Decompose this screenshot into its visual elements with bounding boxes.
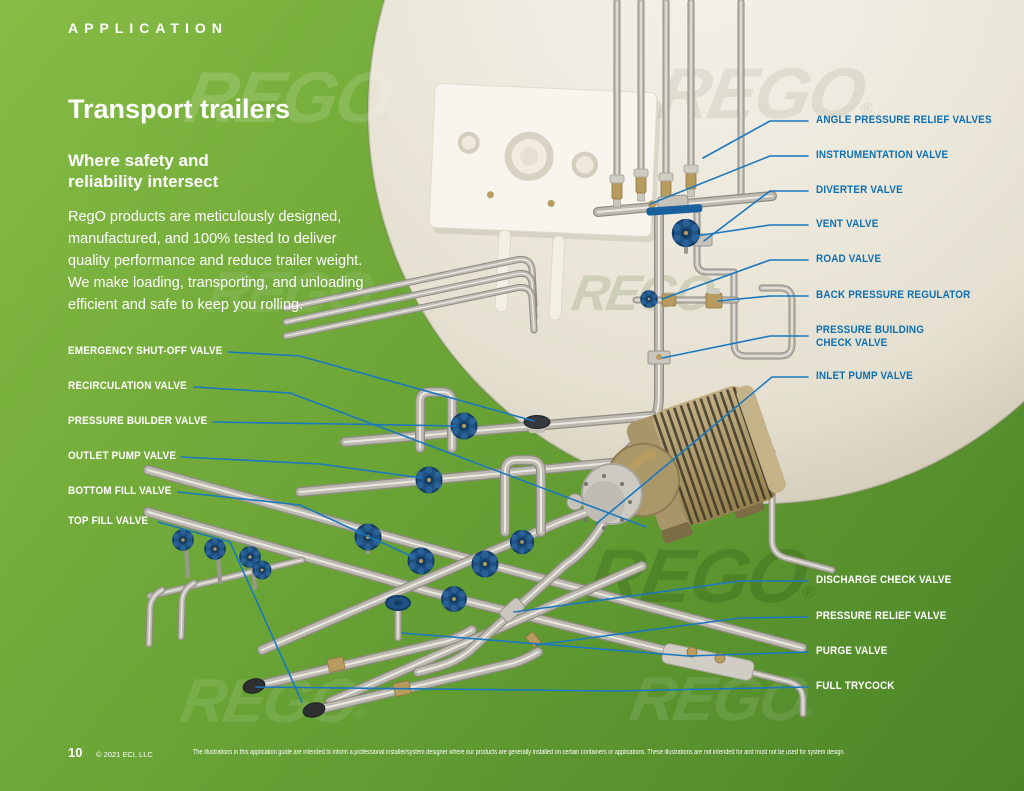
pump-head bbox=[581, 463, 643, 525]
label-vent-valve: VENT VALVE bbox=[816, 218, 879, 230]
road-valve-handwheel bbox=[640, 289, 658, 309]
page-eyebrow: APPLICATION bbox=[68, 20, 228, 36]
angle-pressure-relief-valve bbox=[609, 174, 625, 208]
hose-end-cap bbox=[242, 678, 266, 694]
tank bbox=[366, 0, 1024, 506]
pressure-builder-valve-handwheel bbox=[450, 411, 478, 441]
rego-watermark: REGO® bbox=[582, 535, 826, 619]
diverter-valve bbox=[693, 233, 713, 247]
label-emergency-shut-off-valve: EMERGENCY SHUT-OFF VALVE bbox=[68, 345, 223, 357]
instrumentation-valve bbox=[646, 194, 703, 216]
tank-vent-stacks bbox=[617, 2, 741, 196]
angle-pressure-relief-valve bbox=[658, 172, 674, 206]
back-pressure-regulator bbox=[705, 288, 723, 309]
piping-network bbox=[148, 259, 832, 718]
outlet-pump-valve-handwheel bbox=[415, 465, 443, 495]
rego-watermark: REGO® bbox=[176, 666, 374, 735]
discharge-check-valve bbox=[499, 597, 525, 623]
label-discharge-check-valve: DISCHARGE CHECK VALVE bbox=[816, 574, 952, 586]
purge-valve-handwheel bbox=[385, 595, 411, 611]
hose-end-cap bbox=[302, 702, 326, 718]
valve-handwheel bbox=[509, 529, 535, 555]
angle-pressure-relief-valve bbox=[683, 164, 699, 198]
label-road-valve: ROAD VALVE bbox=[816, 253, 882, 265]
label-pressure-relief-valve: PRESSURE RELIEF VALVE bbox=[816, 610, 947, 622]
valve-handwheel bbox=[239, 545, 261, 569]
valve-handwheel bbox=[172, 528, 194, 552]
full-trycock-assembly bbox=[661, 643, 755, 681]
disclaimer: The illustrations in this application gu… bbox=[193, 749, 846, 756]
valve-handwheel bbox=[471, 549, 499, 579]
label-angle-pressure-relief-valves: ANGLE PRESSURE RELIEF VALVES bbox=[816, 114, 992, 126]
valve-handwheel bbox=[252, 559, 272, 581]
fill-line-coupling bbox=[326, 656, 346, 673]
label-full-trycock: FULL TRYCOCK bbox=[816, 680, 895, 692]
copyright: © 2021 ECI, LLC bbox=[96, 750, 153, 759]
label-recirculation-valve: RECIRCULATION VALVE bbox=[68, 380, 187, 392]
angle-pressure-relief-valve bbox=[633, 168, 649, 202]
bottom-fill-valve-handwheel bbox=[407, 546, 435, 576]
label-purge-valve: PURGE VALVE bbox=[816, 645, 888, 657]
page-title: Transport trailers bbox=[68, 94, 291, 124]
road-valve bbox=[661, 293, 677, 307]
label-outlet-pump-valve: OUTLET PUMP VALVE bbox=[68, 450, 177, 462]
page-number: 10 bbox=[68, 745, 83, 760]
vent-valve-handwheel bbox=[671, 217, 701, 249]
pressure-relief-valve bbox=[525, 631, 541, 648]
manway-plate bbox=[428, 82, 661, 321]
valve-handwheel bbox=[441, 585, 467, 613]
fill-line-coupling bbox=[392, 680, 412, 697]
label-instrumentation-valve: INSTRUMENTATION VALVE bbox=[816, 149, 949, 161]
rego-watermarks: REGO® REGO® REGO® REGO® REGO® REGO® REGO… bbox=[176, 53, 875, 735]
label-bottom-fill-valve: BOTTOM FILL VALVE bbox=[68, 485, 172, 497]
label-pressure-builder-valve: PRESSURE BUILDER VALVE bbox=[68, 415, 208, 427]
valve-handwheel bbox=[204, 537, 226, 561]
emergency-shut-off-valve bbox=[523, 415, 551, 433]
pressure-building-check-valve bbox=[647, 350, 671, 365]
rego-watermark: REGO® bbox=[568, 264, 726, 321]
label-diverter-valve: DIVERTER VALVE bbox=[816, 184, 903, 196]
label-back-pressure-regulator: BACK PRESSURE REGULATOR bbox=[816, 289, 971, 301]
pump bbox=[566, 385, 786, 544]
label-pressure-building-check-valve: PRESSURE BUILDING CHECK VALVE bbox=[816, 324, 925, 349]
intro-paragraph: RegO products are meticulously designed,… bbox=[68, 209, 364, 314]
rego-watermark: REGO® bbox=[626, 664, 824, 733]
relief-valve-manifold bbox=[598, 164, 792, 456]
label-inlet-pump-valve: INLET PUMP VALVE bbox=[816, 370, 913, 382]
top-fill-valve-handwheel bbox=[354, 522, 382, 552]
page-subtitle: Where safety and reliability intersect bbox=[68, 151, 219, 192]
pump-flange-bolts bbox=[576, 474, 632, 530]
label-top-fill-valve: TOP FILL VALVE bbox=[68, 515, 149, 527]
